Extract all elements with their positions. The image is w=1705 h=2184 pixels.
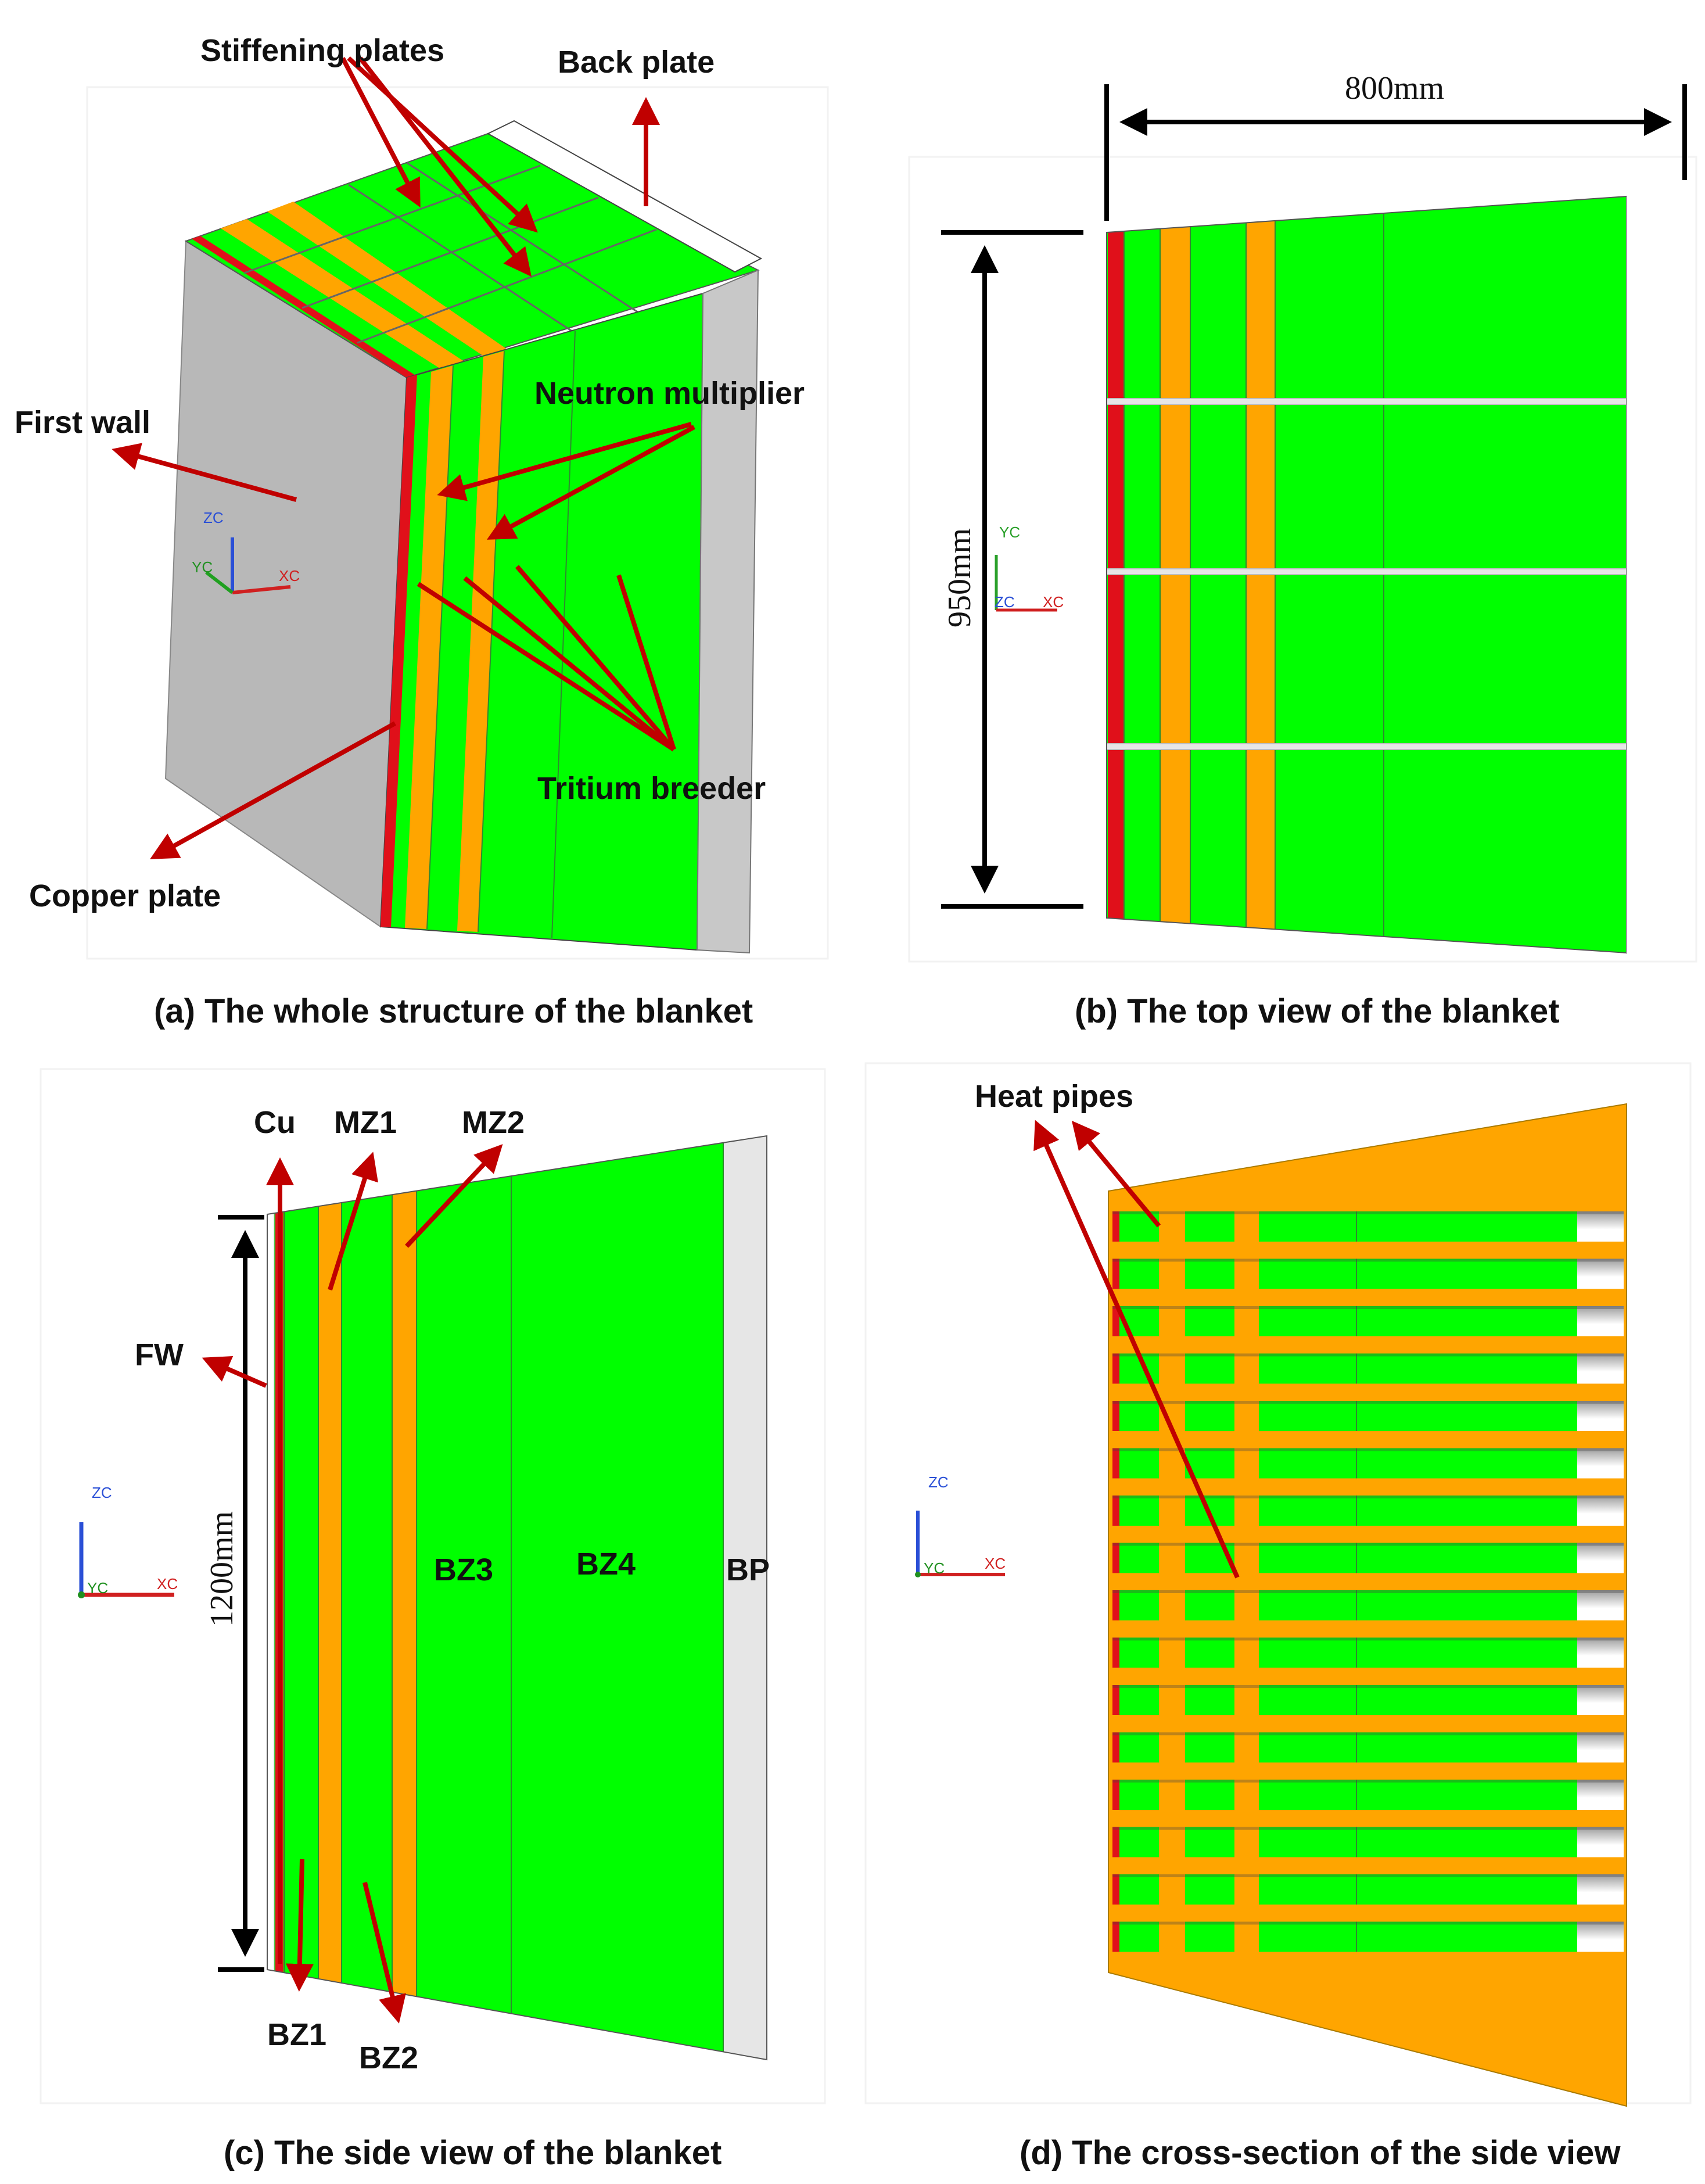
axis-triad-c: ZC YC XC xyxy=(78,1484,178,1598)
channel-row xyxy=(1112,1543,1624,1573)
axis-label-y: YC xyxy=(999,523,1020,541)
axis-label-y: YC xyxy=(87,1579,108,1597)
label-bz1: BZ1 xyxy=(267,2017,326,2052)
label-bz4: BZ4 xyxy=(576,1547,636,1581)
label-cu: Cu xyxy=(254,1105,296,1140)
label-first-wall: First wall xyxy=(15,405,150,440)
dim-width-800: 800mm xyxy=(1345,70,1444,106)
axis-label-x: XC xyxy=(1043,593,1064,611)
label-bp: BP xyxy=(726,1552,770,1587)
label-mz1: MZ1 xyxy=(334,1105,397,1140)
axis-label-y: YC xyxy=(924,1559,945,1577)
label-bz3: BZ3 xyxy=(434,1552,493,1587)
channel-row xyxy=(1112,1685,1624,1715)
caption-c: (c) The side view of the blanket xyxy=(224,2134,722,2172)
caption-a: (a) The whole structure of the blanket xyxy=(154,992,753,1030)
back-plate-side xyxy=(696,269,759,954)
axis-label-z: ZC xyxy=(203,509,224,526)
channel-row xyxy=(1112,1211,1624,1242)
axis-triad-a: ZC YC XC xyxy=(192,509,300,594)
panel-c: 1200mm ZC YC XC Cu MZ1 MZ2 FW BZ3 BZ4 BP… xyxy=(40,1068,826,2172)
channel-row xyxy=(1112,1353,1624,1384)
axis-label-x: XC xyxy=(157,1575,178,1593)
axis-label-z: ZC xyxy=(92,1484,112,1501)
caption-b: (b) The top view of the blanket xyxy=(1075,992,1560,1030)
channel-row xyxy=(1112,1590,1624,1620)
channel-row xyxy=(1112,1827,1624,1857)
axis-label-z: ZC xyxy=(995,593,1015,611)
axis-triad-d: ZC YC XC xyxy=(915,1473,1006,1577)
channel-row xyxy=(1112,1637,1624,1668)
channel-row xyxy=(1112,1780,1624,1810)
panel-d: ZC YC XC Heat pipes (d) The cross-sectio… xyxy=(864,1062,1692,2172)
label-neutron-multiplier: Neutron multiplier xyxy=(534,376,805,411)
channel-row xyxy=(1112,1921,1624,1952)
channel-row xyxy=(1112,1732,1624,1763)
axis-label-x: XC xyxy=(985,1555,1006,1572)
channel-row xyxy=(1112,1401,1624,1431)
label-back-plate: Back plate xyxy=(558,45,715,80)
dim-height-950: 950mm xyxy=(942,528,978,627)
panel-a: ZC YC XC Stiffening plates Back plate Fi… xyxy=(15,33,829,1030)
channel-row xyxy=(1112,1306,1624,1336)
channel-row xyxy=(1112,1258,1624,1289)
label-mz2: MZ2 xyxy=(462,1105,525,1140)
axis-label-y: YC xyxy=(192,558,213,576)
channel-row xyxy=(1112,1496,1624,1526)
axis-triad-b: YC ZC XC xyxy=(995,523,1064,612)
caption-d: (d) The cross-section of the side view xyxy=(1020,2134,1621,2172)
channel-row xyxy=(1112,1448,1624,1479)
axis-label-z: ZC xyxy=(928,1473,949,1491)
channel-row xyxy=(1112,1874,1624,1905)
axis-label-x: XC xyxy=(279,567,300,584)
heat-pipe-channels xyxy=(1112,1211,1624,1952)
panel-b: 800mm 950mm YC ZC XC (b) The top view of… xyxy=(908,70,1697,1030)
label-copper-plate: Copper plate xyxy=(29,878,221,913)
label-fw: FW xyxy=(135,1337,184,1372)
label-heat-pipes: Heat pipes xyxy=(975,1079,1133,1114)
back-plate-top xyxy=(486,120,763,273)
dim-height-1200: 1200mm xyxy=(204,1511,240,1627)
label-tritium-breeder: Tritium breeder xyxy=(537,771,766,806)
label-bz2: BZ2 xyxy=(359,2040,418,2075)
label-stiffening-plates: Stiffening plates xyxy=(200,33,444,68)
